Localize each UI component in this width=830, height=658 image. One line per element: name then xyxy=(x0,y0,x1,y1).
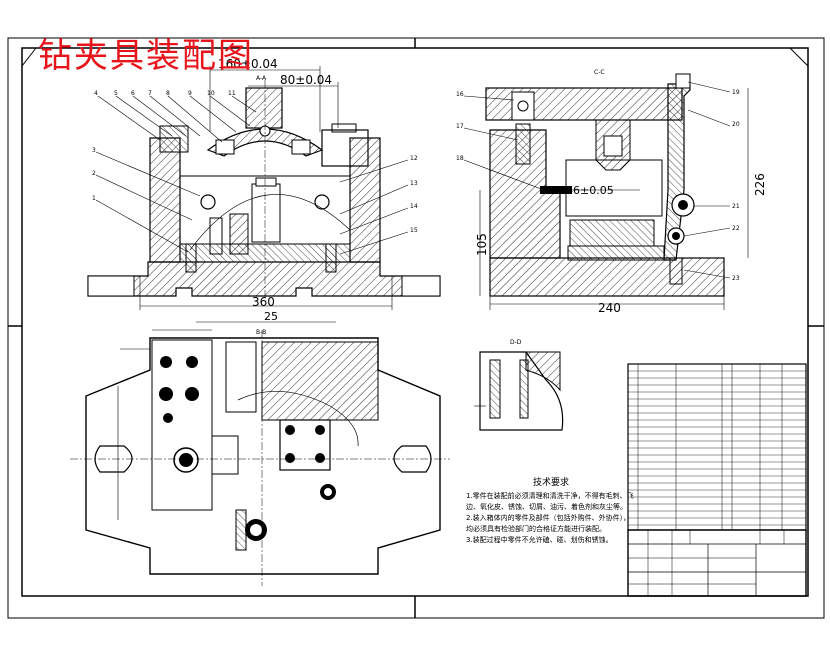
svg-text:6: 6 xyxy=(131,90,135,97)
svg-text:14: 14 xyxy=(410,203,418,210)
dim-160: 160±0.04 xyxy=(218,57,278,71)
svg-text:1: 1 xyxy=(92,195,96,202)
svg-text:11: 11 xyxy=(228,90,236,97)
dim-240: 240 xyxy=(598,301,621,315)
label-dd: D-D xyxy=(510,339,522,346)
dim-80: 80±0.04 xyxy=(280,73,332,87)
dim-360: 360 xyxy=(252,295,275,309)
svg-text:9: 9 xyxy=(188,90,192,97)
svg-text:16: 16 xyxy=(456,91,464,98)
svg-text:12: 12 xyxy=(410,155,418,162)
svg-text:7: 7 xyxy=(148,90,152,97)
dim-105: 105 xyxy=(475,233,489,256)
title-block xyxy=(627,529,807,597)
svg-text:13: 13 xyxy=(410,180,418,187)
top-view: B-B xyxy=(70,329,450,586)
drawing-title: 钻夹具装配图 xyxy=(38,36,254,76)
requirement-line: 1.零件在装配前必须清理和清洗干净，不得有毛刺、飞边、氧化皮、锈蚀、切屑、油污、… xyxy=(466,492,634,511)
sheet-border xyxy=(7,37,825,619)
dim-46: 46±0.05 xyxy=(566,184,614,197)
technical-requirements-title: 技术要求 xyxy=(532,478,569,488)
parts-list xyxy=(627,363,807,531)
svg-text:18: 18 xyxy=(456,155,464,162)
svg-text:15: 15 xyxy=(410,227,418,234)
svg-text:4: 4 xyxy=(94,90,98,97)
label-aa: A-A xyxy=(256,75,267,82)
svg-text:23: 23 xyxy=(732,275,740,282)
svg-text:5: 5 xyxy=(114,90,118,97)
svg-text:19: 19 xyxy=(732,89,740,96)
requirement-line: 2.装入箱体内的零件及部件（包括外购件、外协件），均必须具有检验部门的合格证方能… xyxy=(466,514,631,533)
svg-text:21: 21 xyxy=(732,203,740,210)
svg-text:3: 3 xyxy=(92,147,96,154)
technical-requirements: 技术要求 1.零件在装配前必须清理和清洗干净，不得有毛刺、飞边、氧化皮、锈蚀、切… xyxy=(466,478,636,546)
dim-25: 25 xyxy=(264,310,278,323)
dim-226: 226 xyxy=(753,173,767,196)
svg-text:22: 22 xyxy=(732,225,740,232)
label-bb: B-B xyxy=(256,329,266,336)
svg-text:8: 8 xyxy=(166,90,170,97)
requirement-line: 3.装配过程中零件不允许磕、碰、划伤和锈蚀。 xyxy=(466,536,613,544)
section-view-dd: D-D xyxy=(474,339,564,431)
svg-text:10: 10 xyxy=(207,90,215,97)
section-view-cc: 16 17 18 19 20 21 22 23 240 105 226 46±0.05 C… xyxy=(456,69,767,315)
svg-text:17: 17 xyxy=(456,123,464,130)
svg-text:2: 2 xyxy=(92,170,96,177)
label-cc: C-C xyxy=(594,69,605,76)
svg-text:20: 20 xyxy=(732,121,740,128)
section-view-aa: 4 5 6 7 8 9 10 11 3 2 1 12 13 14 15 160±0.04 80±0.… xyxy=(87,57,441,323)
